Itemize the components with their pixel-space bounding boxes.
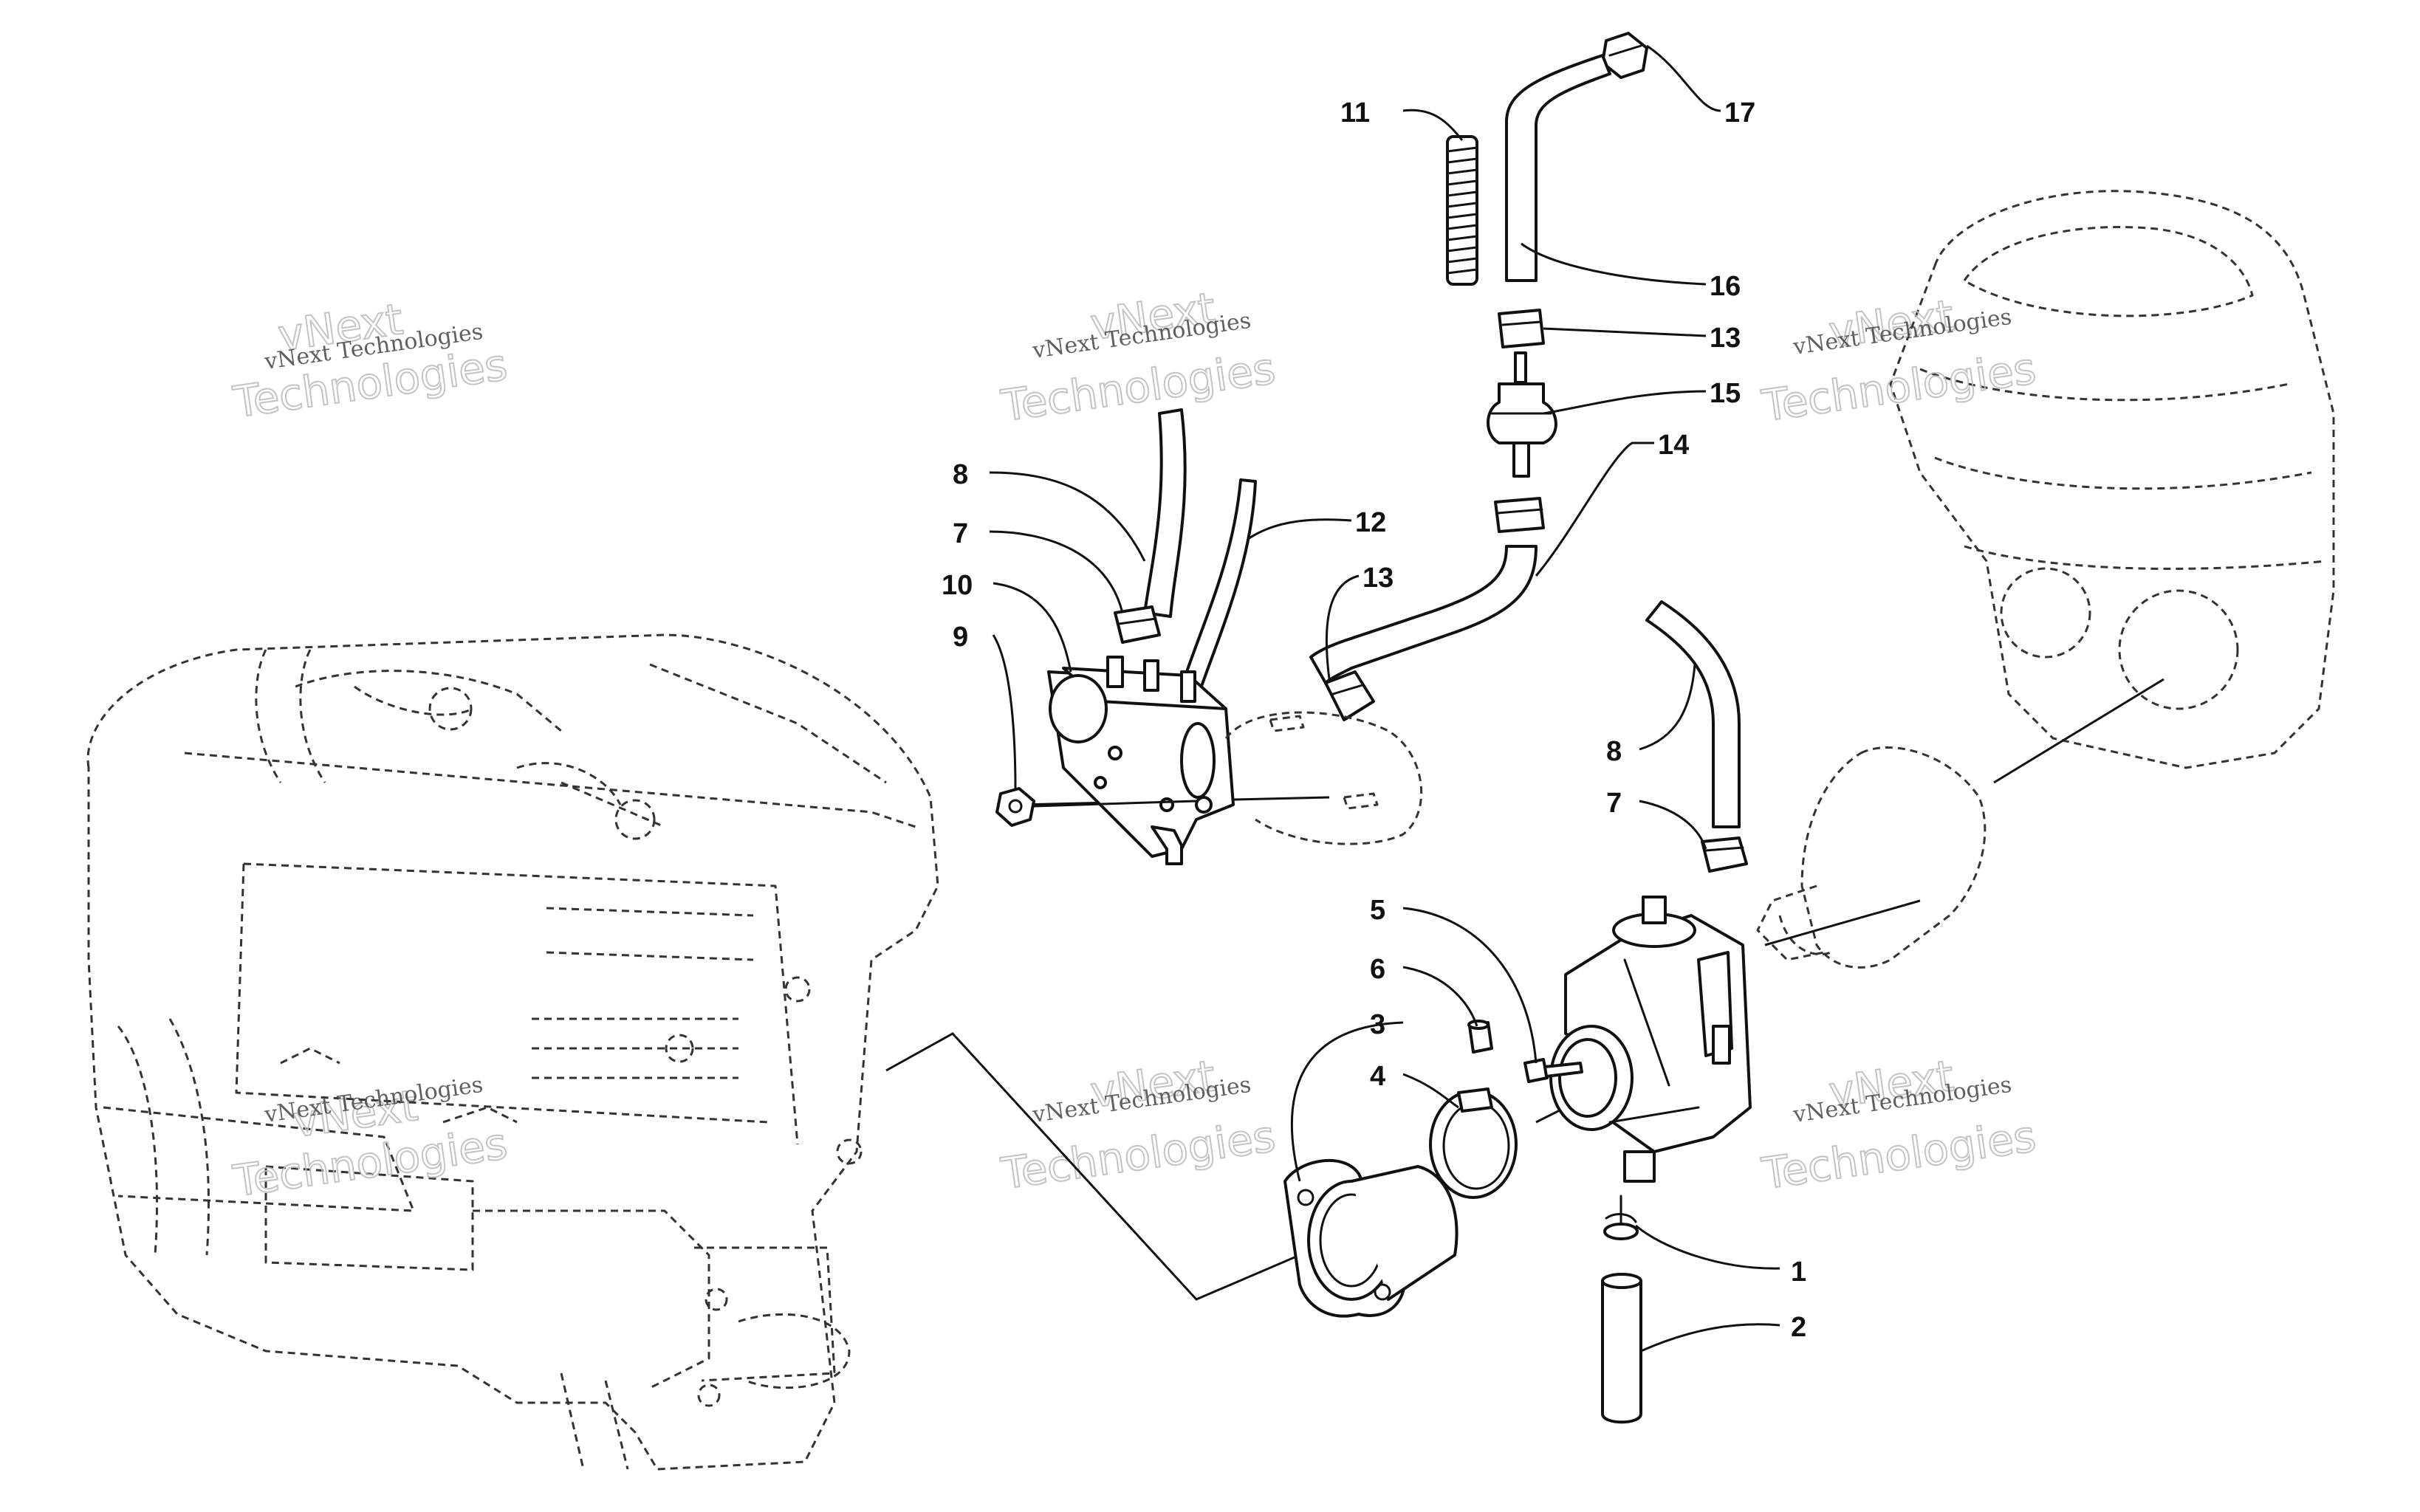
part-14-hose[interactable] (1309, 545, 1538, 684)
engine-block-reference (86, 633, 939, 1471)
callout-labels: 17 11 16 13 15 14 8 12 7 13 10 9 8 7 5 6… (942, 97, 1806, 1343)
part-10-fuel-pump[interactable] (1047, 656, 1235, 865)
callout-8-lower: 8 (1606, 736, 1622, 767)
part-4-clamp-band[interactable] (1429, 1087, 1518, 1199)
callout-9: 9 (953, 622, 968, 653)
part-5-screw[interactable] (1523, 1058, 1583, 1083)
part-1-clip[interactable] (1603, 1195, 1639, 1240)
part-3-intake-flange[interactable] (1283, 1158, 1458, 1318)
part-11-spring[interactable] (1446, 135, 1478, 286)
part-13-clamp-lower[interactable] (1324, 670, 1375, 721)
callout-11: 11 (1340, 97, 1370, 128)
part-13-clamp-middle[interactable] (1494, 497, 1545, 533)
callout-13-lower: 13 (1362, 563, 1394, 594)
watermark-bottom-right: vNext vNext Technologies Technologies (1758, 1050, 2039, 1200)
callout-1: 1 (1791, 1257, 1806, 1288)
callout-7-upper: 7 (953, 518, 968, 549)
callout-6: 6 (1370, 954, 1385, 985)
callout-15: 15 (1710, 378, 1741, 409)
callout-10: 10 (942, 570, 973, 601)
part-7-clamp-lower[interactable] (1701, 836, 1748, 873)
callout-13-upper: 13 (1710, 323, 1741, 354)
watermark-top-left: vNext vNext Technologies Technologies (229, 293, 510, 428)
callout-2: 2 (1791, 1312, 1806, 1343)
callout-12: 12 (1355, 507, 1386, 538)
part-7-clamp-upper[interactable] (1114, 605, 1161, 644)
callout-16: 16 (1710, 271, 1741, 302)
carburetor[interactable] (1549, 896, 1752, 1183)
callout-14: 14 (1658, 430, 1689, 461)
callout-7-lower: 7 (1606, 788, 1622, 819)
part-12-hose-vacuum[interactable] (1180, 478, 1257, 692)
part-2-drain-hose[interactable] (1601, 1273, 1642, 1424)
part-9-nut[interactable] (995, 787, 1198, 827)
air-box-reference (1756, 190, 2335, 969)
callout-4: 4 (1370, 1061, 1385, 1092)
part-15-fuel-filter[interactable] (1487, 351, 1557, 478)
callout-3: 3 (1370, 1009, 1385, 1040)
part-6-nut[interactable] (1467, 1020, 1493, 1054)
part-8-hose-lower[interactable] (1645, 600, 1741, 828)
watermark-bottom-center: vNext vNext Technologies Technologies (997, 1050, 1278, 1200)
callout-17: 17 (1724, 97, 1755, 128)
part-8-hose-upper[interactable] (1143, 408, 1187, 618)
callout-5: 5 (1370, 895, 1385, 926)
callout-8-upper: 8 (953, 459, 968, 490)
pump-mount-studs-reference (1224, 711, 1423, 845)
part-16-hose[interactable] (1505, 54, 1611, 282)
leader-lines (989, 44, 1780, 1353)
part-13-clamp-upper[interactable] (1498, 309, 1545, 348)
watermark-top-center: vNext vNext Technologies Technologies (997, 282, 1278, 432)
